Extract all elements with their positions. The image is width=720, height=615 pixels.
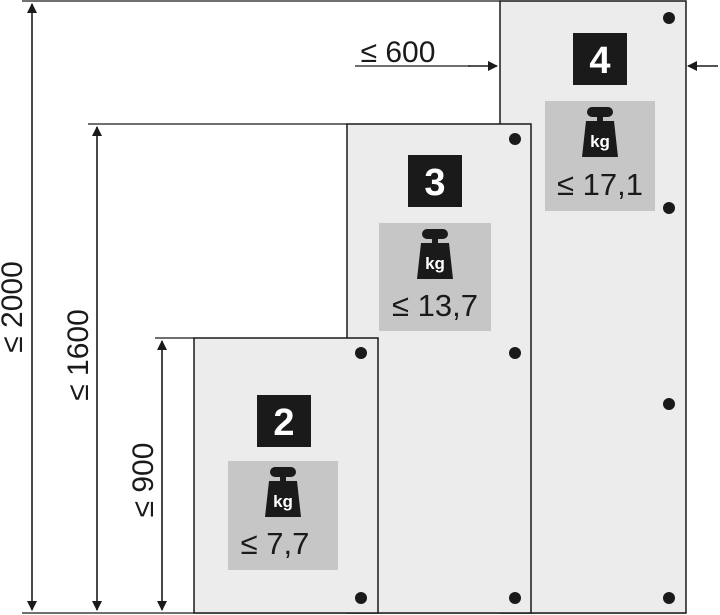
panel-3-weight-icon: kg [417, 229, 453, 279]
panel-4-number: 4 [589, 40, 610, 82]
panel-4-hole [663, 12, 675, 24]
dimension-label-2000: ≤ 2000 [0, 261, 29, 353]
dimension-arrows [27, 3, 718, 611]
dimension-label-1600: ≤ 1600 [62, 309, 95, 401]
panel-2-number-badge [257, 395, 311, 447]
panel-4-weight: ≤ 17,1 [557, 167, 643, 202]
panel-2-kg-label: kg [273, 492, 293, 511]
panel-2-hole [355, 592, 367, 604]
panel-4-hole [663, 592, 675, 604]
panel-2-weight-icon: kg [265, 467, 301, 517]
panel-3-hole [509, 133, 521, 145]
panel-4-number-badge [573, 33, 627, 85]
panel-3-weight: ≤ 13,7 [392, 288, 478, 323]
panel-4-kg-label: kg [590, 132, 610, 151]
panel-4-hole [663, 398, 675, 410]
panel-3-number: 3 [424, 162, 445, 204]
panel-3-hole [509, 592, 521, 604]
panel-4: 4 kg ≤ 17,1 [499, 0, 687, 614]
panel-2-hole [355, 347, 367, 359]
panel-3-kg-label: kg [425, 254, 445, 273]
panel-2: 2 kg ≤ 7,7 [193, 337, 379, 614]
panel-4-weight-icon: kg [582, 107, 618, 157]
panel-2-weight: ≤ 7,7 [241, 526, 310, 561]
dimension-label-600: ≤ 600 [361, 36, 436, 69]
panel-3-number-badge [408, 155, 462, 207]
panel-3-hole [509, 347, 521, 359]
panel-2-number: 2 [273, 402, 294, 444]
dimension-label-900: ≤ 900 [127, 443, 160, 518]
panel-4-hole [663, 202, 675, 214]
